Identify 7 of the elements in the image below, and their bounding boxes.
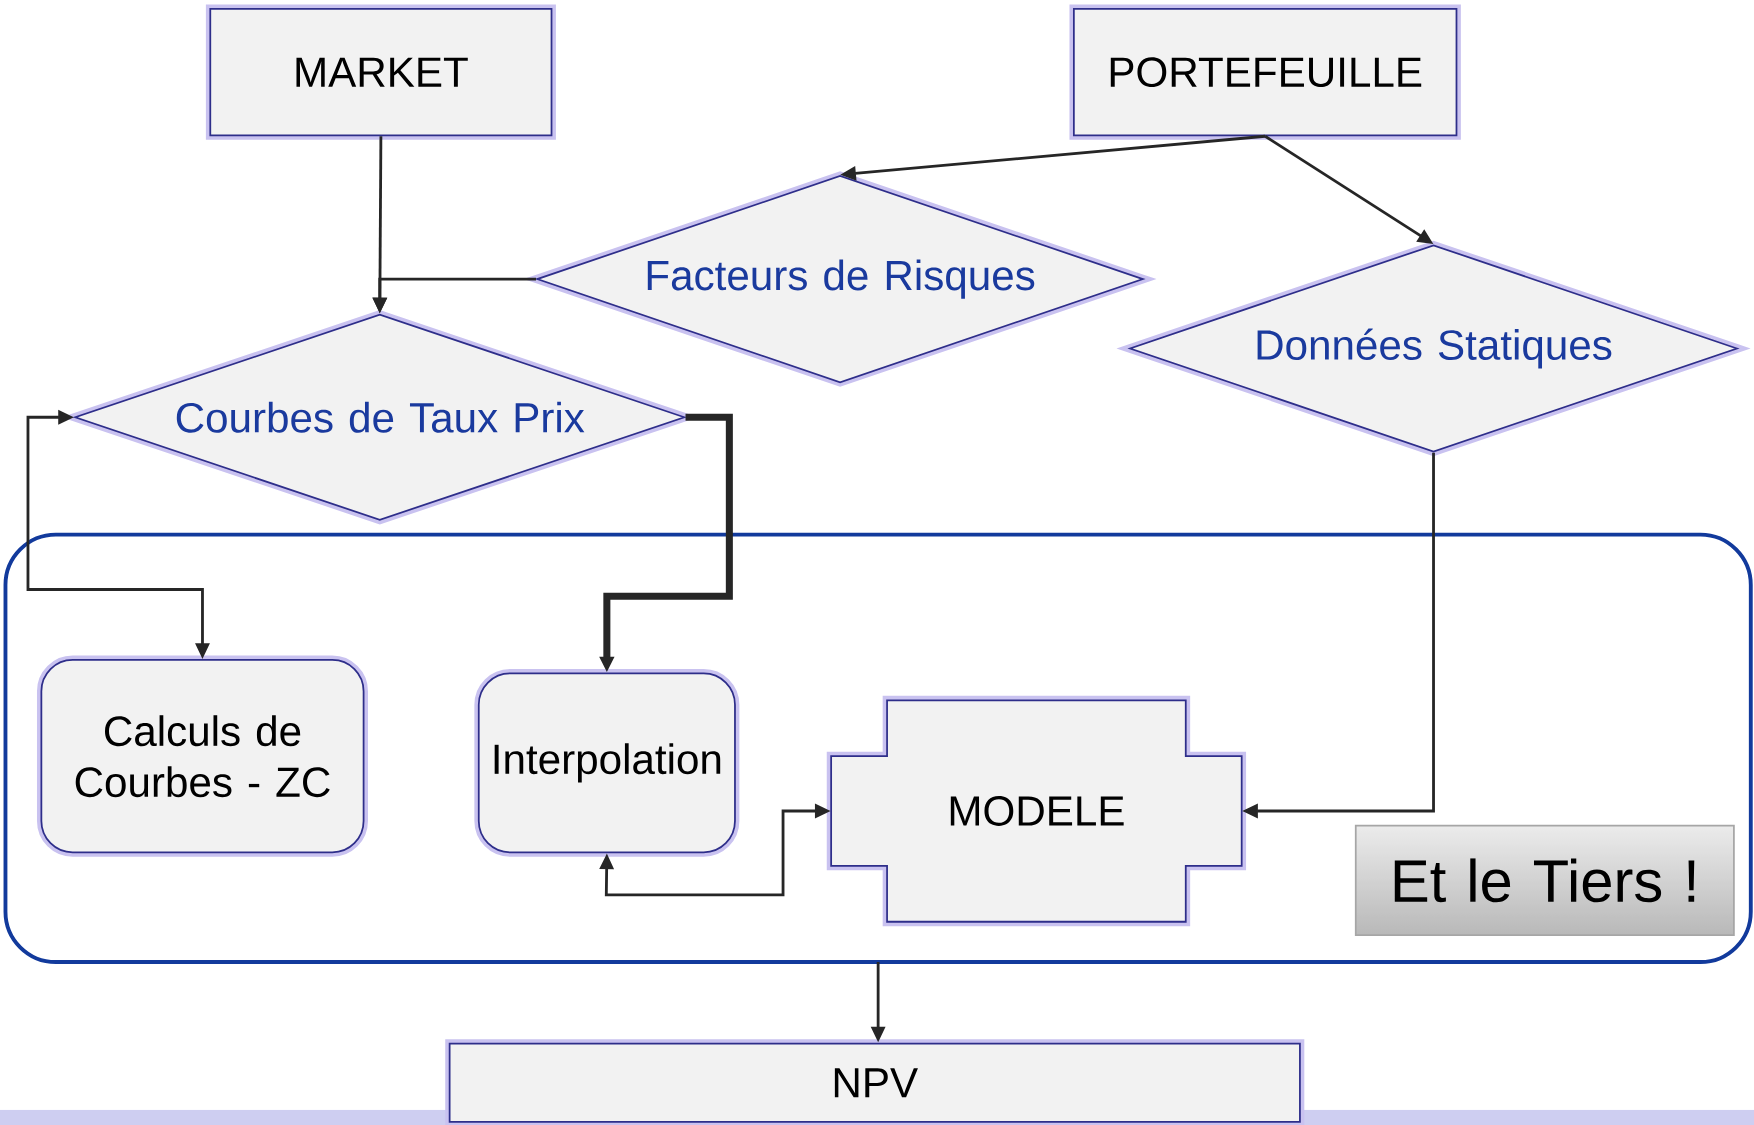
note-box: Et le Tiers !: [1354, 824, 1735, 936]
process-box: NPV: [445, 1039, 1305, 1125]
process-box: PORTEFEUILLE: [1069, 4, 1461, 140]
rounded-box: Calculs de Courbes - ZC: [36, 655, 368, 857]
rounded-box: Interpolation: [474, 668, 740, 857]
group-frame: [3, 532, 1753, 964]
process-box: MARKET: [205, 4, 556, 140]
